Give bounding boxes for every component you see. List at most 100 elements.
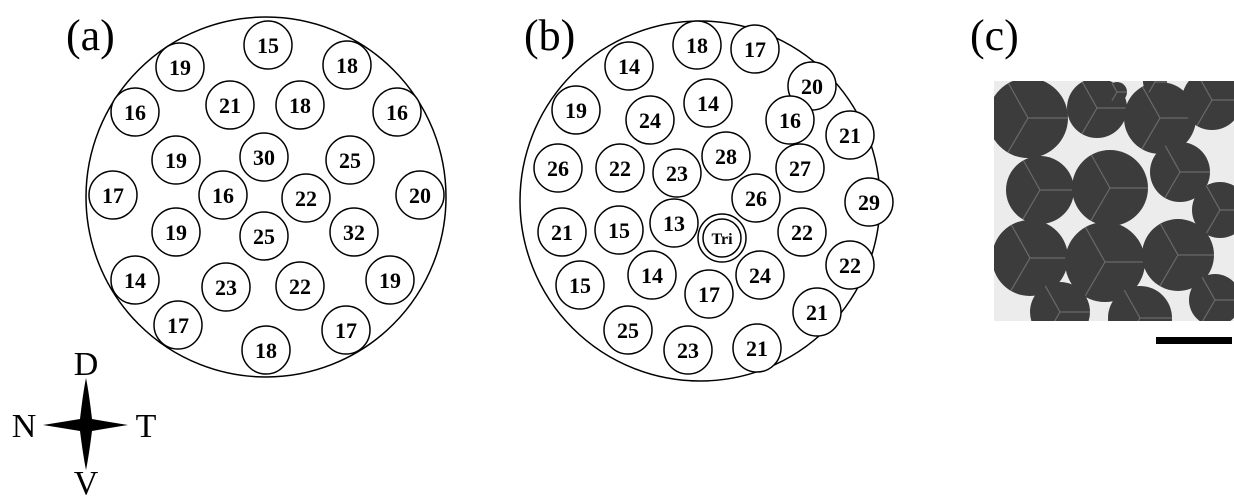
panel-a-cell-circle: [372, 87, 422, 137]
panel-a-cell-circle: [321, 305, 371, 355]
panel-b-cell-value: 14: [697, 91, 719, 116]
micrograph-cell-septum: [1159, 254, 1179, 287]
panel-a-cell-value: 20: [409, 183, 431, 208]
micrograph-cell-septum: [1081, 81, 1098, 109]
micrograph-cell-septum: [1007, 117, 1029, 153]
panel-b-cell-value: 15: [569, 273, 591, 298]
panel-b-cell-value: 16: [779, 108, 801, 133]
panel-b-cell-circle: [825, 110, 875, 160]
micrograph-cell-septum: [1081, 107, 1098, 135]
panel-b-cell-value: 13: [663, 211, 685, 236]
micrograph-cell-septum: [1090, 187, 1111, 222]
panel-a-cell-value: 18: [255, 338, 277, 363]
panel-b-cell-circle: [732, 323, 782, 373]
panel-b-cell-value: 17: [698, 282, 720, 307]
panel-b-cell-value: 29: [858, 190, 880, 215]
micrograph-cell-blob: [1108, 286, 1172, 321]
micrograph-cell-septum: [1201, 277, 1216, 301]
panel-b-cell-circle: [663, 325, 713, 375]
panel-a-cell-value: 32: [343, 220, 365, 245]
panel-b-cell-value: 19: [565, 98, 587, 123]
panel-b-cell-circle: [731, 173, 781, 223]
micrograph-cell-septum: [1205, 185, 1221, 211]
micrograph-cell-septum: [1123, 289, 1141, 319]
panel-a-cell-value: 16: [386, 100, 408, 125]
micrograph-cell-septum: [1164, 145, 1181, 173]
panel-a-cell-value: 14: [124, 268, 146, 293]
panel-a-cell-circle: [201, 262, 251, 312]
panel-b-cell-circle: [533, 143, 583, 193]
micrograph-cell-septum: [1159, 223, 1179, 256]
panel-b-cell-value: 22: [839, 253, 861, 278]
panel-b-cell-circle: [684, 269, 734, 319]
panel-a-cell-circle: [365, 255, 415, 305]
panel-a-cell-circle: [110, 87, 160, 137]
micrograph-cell-septum: [1084, 261, 1106, 297]
panel-a-cell-circle: [205, 80, 255, 130]
panel-a-cell-circle: [243, 20, 293, 70]
panel-b-cell-circle: [594, 205, 644, 255]
panel-b-cell-value: 23: [677, 338, 699, 363]
panel-a-cell-circle: [88, 170, 138, 220]
panel-b-cell-value: 20: [801, 74, 823, 99]
panel-a-label: (a): [66, 11, 115, 60]
panel-b-cell-circle: [603, 305, 653, 355]
panel-a-cell-value: 19: [169, 55, 191, 80]
micrograph-cell-blob: [1192, 182, 1234, 238]
micrograph-cell-septum: [1196, 99, 1213, 127]
panel-b-cell-value: 28: [715, 144, 737, 169]
panel-b-cell-value: 21: [839, 123, 861, 148]
panel-b-cell-circle: [765, 95, 815, 145]
panel-a-cell-circle: [322, 40, 372, 90]
panel-a-cell-value: 17: [102, 183, 124, 208]
panel-b-cell-value: 15: [608, 218, 630, 243]
tri-center-label: Tri: [711, 231, 733, 248]
micrograph-cell-septum: [1022, 160, 1041, 191]
panel-b-cell-circle: [627, 250, 677, 300]
panel-a-cell-value: 16: [212, 183, 234, 208]
panel-b-cell-value: 21: [746, 336, 768, 361]
panel-b-cell-value: 14: [618, 54, 640, 79]
panel-b-cell-circle: [730, 24, 780, 74]
panel-a-outline: [85, 16, 447, 378]
scale-bar: [1156, 337, 1232, 344]
compass-temporal-label: T: [136, 408, 157, 445]
micrograph-cell-septum: [1084, 226, 1106, 263]
panel-a-cell-value: 25: [339, 148, 361, 173]
panel-a-cell-value: 17: [167, 313, 189, 338]
panel-b-cell-circle: [649, 198, 699, 248]
panel-a-cell-circle: [151, 135, 201, 185]
panel-b-label: (b): [524, 11, 575, 60]
panel-a-cell-value: 16: [124, 100, 146, 125]
micrograph-cell-septum: [1141, 117, 1161, 150]
micrograph-cell-septum: [1007, 82, 1029, 119]
compass-nasal-label: N: [12, 408, 37, 445]
panel-b-cell-circle: [625, 95, 675, 145]
panel-a-cell-value: 19: [379, 268, 401, 293]
panel-a-cell-circle: [329, 207, 379, 257]
panel-a-cell-value: 18: [336, 53, 358, 78]
micrograph-cell-septum: [1141, 86, 1161, 119]
panel-b-cell-value: 24: [749, 263, 771, 288]
micrograph-cell-blob: [1030, 282, 1090, 321]
panel-a-cell-circle: [325, 135, 375, 185]
panel-b-cell-value: 26: [745, 186, 767, 211]
panel-b-cell-value: 22: [791, 220, 813, 245]
panel-b-cell-circle: [825, 240, 875, 290]
panel-b-cell-circle: [701, 131, 751, 181]
panel-b-cell-value: 24: [639, 108, 661, 133]
panel-b-cell-value: 22: [609, 156, 631, 181]
micrograph-cell-septum: [1090, 154, 1111, 189]
micrograph-cell-septum: [1153, 81, 1156, 83]
micrograph-cell-septum: [1044, 285, 1061, 313]
panel-b-cell-value: 18: [686, 33, 708, 58]
panel-b-cell-value: 21: [551, 220, 573, 245]
panel-b-cell-value: 17: [744, 37, 766, 62]
micrograph: [994, 81, 1234, 321]
panel-a-cell-value: 19: [165, 220, 187, 245]
panel-a-cell-circle: [239, 211, 289, 261]
panel-b-cell-circle: [683, 78, 733, 128]
